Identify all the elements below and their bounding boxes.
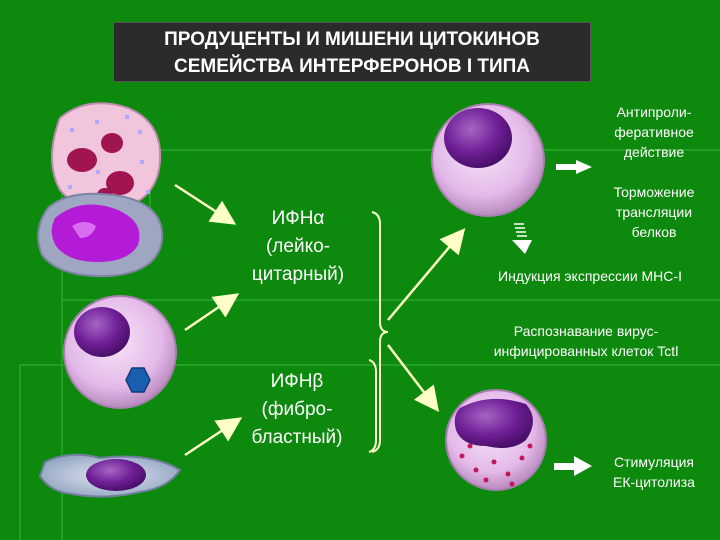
target-cell — [431, 103, 545, 217]
fibroblast-cell — [38, 453, 182, 498]
effect-arrow-antiproliferative — [556, 160, 592, 174]
leukocyte-neutrophil — [37, 192, 164, 278]
page-title: ПРОДУЦЕНТЫ И МИШЕНИ ЦИТОКИНОВ СЕМЕЙСТВА … — [113, 22, 591, 82]
ifn-beta-label: ИФНβ (фибро- бластный) — [251, 371, 343, 448]
target-arrows — [387, 228, 466, 412]
lymphocyte-cell — [63, 295, 177, 409]
ifn-alpha-label: ИФНα (лейко- цитарный) — [251, 208, 345, 285]
effect-arrow-mhc — [512, 223, 532, 254]
effect-virus-recognition: Распознавание вирус- инфицированных клет… — [493, 323, 679, 359]
effect-antiproliferative: Антипроли- феративное действие — [614, 104, 694, 160]
producer-arrows — [174, 183, 243, 457]
effect-mhc-induction: Индукция экспрессии МНС-I — [498, 268, 682, 284]
effect-nk-stimulation: Стимуляция ЕК-цитолиза — [613, 454, 695, 490]
effect-translation-inhibition: Торможение трансляции белков — [613, 184, 695, 240]
nk-cell — [445, 389, 547, 491]
brackets — [368, 211, 389, 453]
effect-arrow-nk — [554, 456, 592, 476]
